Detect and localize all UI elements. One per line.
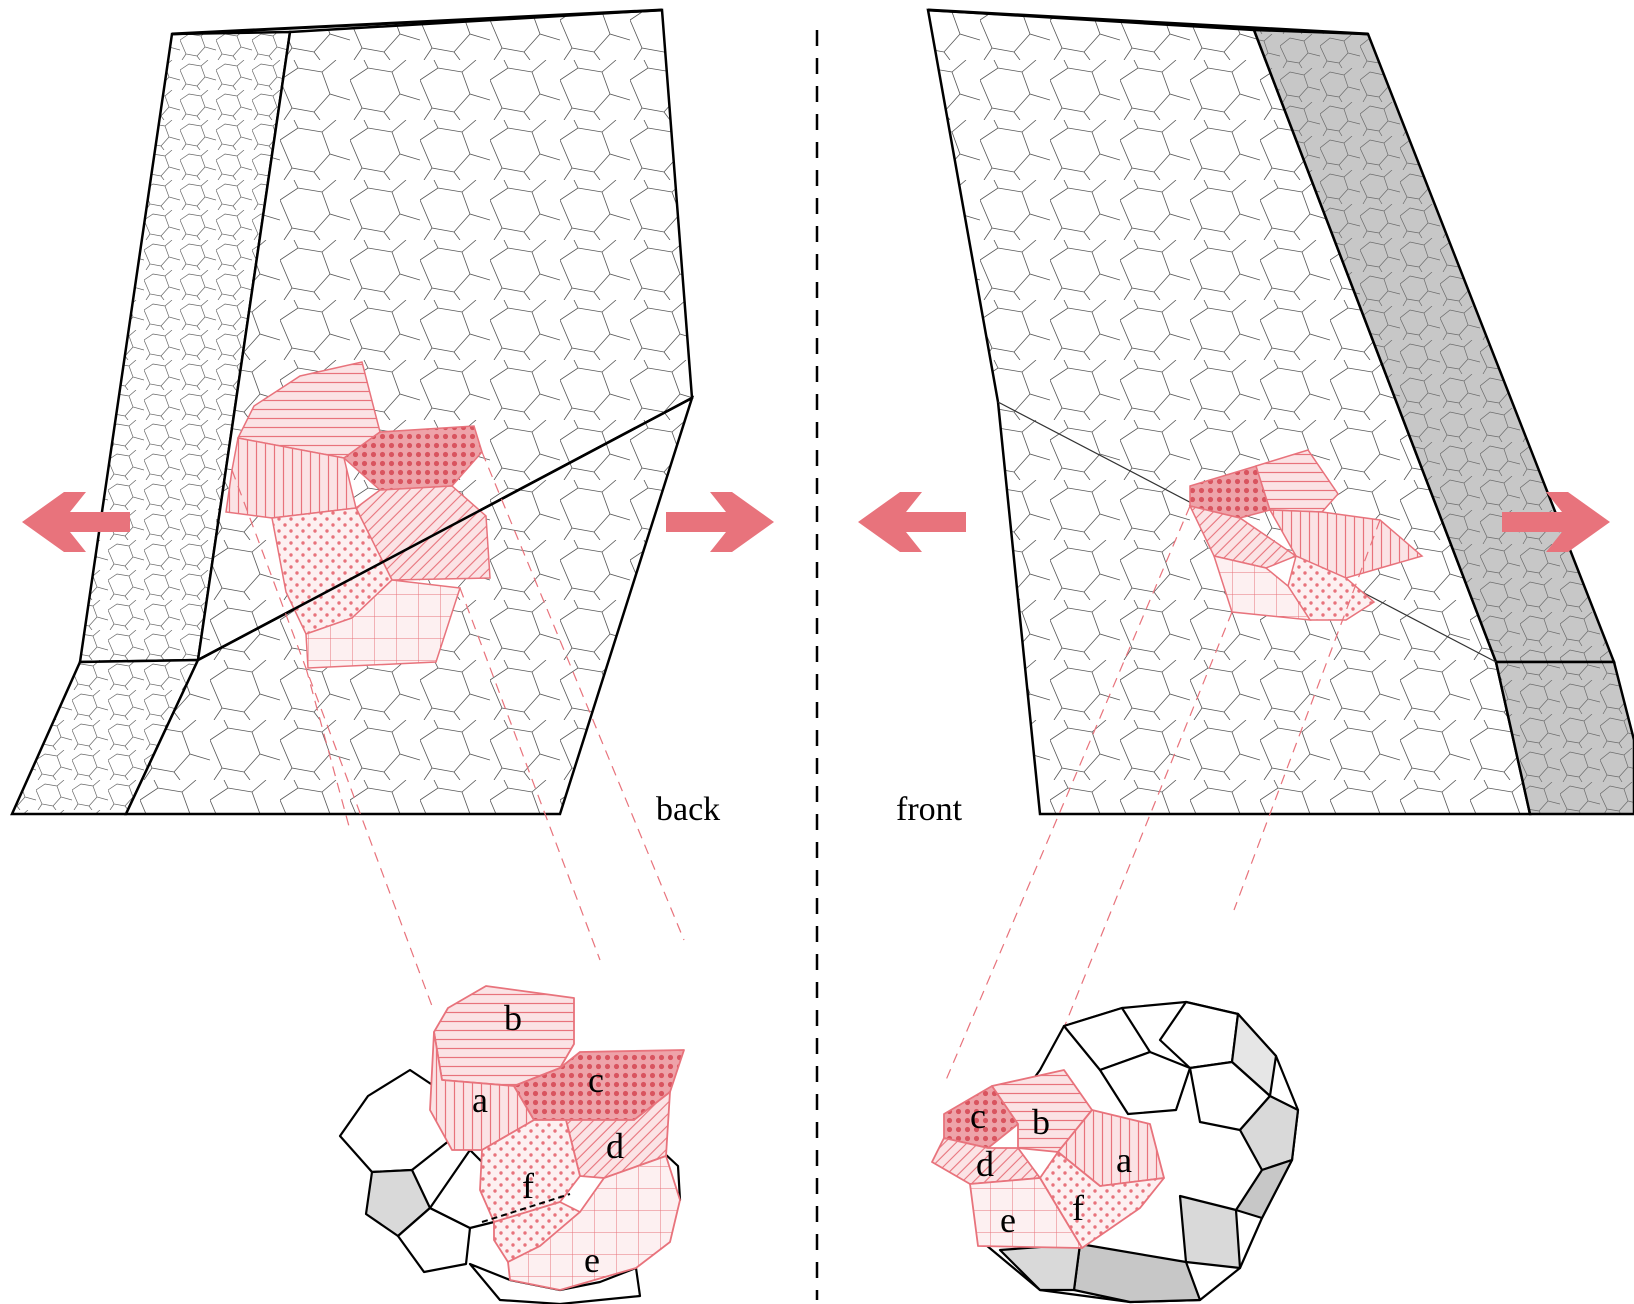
front-fragment-grain-e: [969, 1177, 1083, 1249]
back-fragment-label-a: a: [472, 1080, 488, 1120]
back-fragment-grains: [429, 985, 685, 1291]
front-grain-e: [1212, 554, 1312, 621]
front-pull-arrows: [858, 492, 1610, 552]
back-top-edge: [171, 8, 663, 36]
front-fragment-label-d: d: [976, 1144, 994, 1184]
back-grain-e: [305, 579, 461, 669]
back-fragment-label-c: c: [588, 1060, 604, 1100]
back-pull-arrows: [22, 492, 774, 552]
front-grain-b: [1255, 449, 1339, 513]
fragment-grain-f: [479, 1119, 581, 1223]
back-fragment-label-d: d: [606, 1126, 624, 1166]
front-fragment-grain-c: [943, 1085, 1019, 1149]
back-fragment: b a c d f e: [338, 985, 685, 1304]
front-view-label: front: [896, 791, 963, 828]
front-fragment-label-b: b: [1032, 1102, 1050, 1142]
right-arrow-icon: [1502, 492, 1610, 552]
front-fragment-grains: [931, 1069, 1165, 1249]
front-fragment-label-f: f: [1072, 1188, 1084, 1228]
front-highlighted-grains: [1188, 449, 1424, 621]
front-grain-d: [1188, 504, 1298, 569]
front-specimen: [926, 8, 1634, 816]
back-view-label: back: [656, 791, 720, 828]
back-fragment-label-e: e: [584, 1240, 600, 1280]
left-arrow-icon: [858, 492, 966, 552]
front-fragment: c b d a f e: [931, 1000, 1300, 1304]
back-fragment-label-f: f: [522, 1166, 534, 1206]
left-arrow-icon: [22, 492, 130, 552]
front-fragment-label-c: c: [970, 1096, 986, 1136]
fragment-grain-e: [507, 1155, 681, 1291]
back-fragment-label-b: b: [504, 998, 522, 1038]
right-arrow-icon: [666, 492, 774, 552]
front-lower-shaded-face: [1494, 660, 1634, 816]
front-grain-c: [1189, 465, 1271, 519]
back-projection-lines: [231, 451, 685, 1007]
front-fragment-label-e: e: [1000, 1200, 1016, 1240]
back-highlighted-grains: [197, 361, 693, 669]
front-fragment-label-a: a: [1116, 1140, 1132, 1180]
